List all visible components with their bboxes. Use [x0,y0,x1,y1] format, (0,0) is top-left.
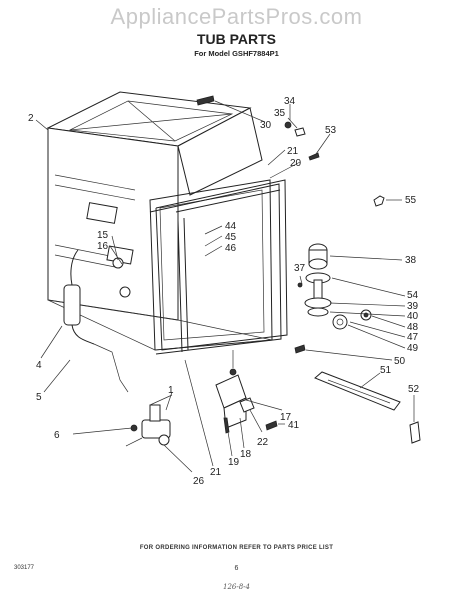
callout-34: 34 [284,96,296,107]
vent-opening [86,202,118,224]
callout-46: 46 [225,243,237,254]
door-gasket [149,179,288,355]
callout-18: 18 [240,449,252,460]
callout-53: 53 [325,125,337,136]
callout-35: 35 [274,108,286,119]
callout-5: 5 [36,392,42,403]
part-55-clip [373,195,385,207]
model-subtitle: For Model GSHF7884P1 [194,49,279,58]
part-38-hub [308,243,328,270]
handwritten-note: 126-8-4 [223,583,250,591]
callout-26: 26 [193,476,205,487]
callout-45: 45 [225,232,237,243]
callout-40: 40 [407,311,419,322]
part-52-endcap [409,421,421,444]
callout-22: 22 [257,437,269,448]
tub-body [46,91,273,351]
callout-1: 1 [168,385,174,396]
callout-21-bottom: 21 [210,467,222,478]
callout-51: 51 [380,365,392,376]
part-bracket-assembly [215,368,278,434]
tub-front-top [177,107,263,196]
document-code: 303177 [14,565,35,571]
callout-48: 48 [407,322,419,333]
leader-lines [35,100,415,473]
part-34-35-nuts [284,121,306,137]
page-number: 6 [234,565,239,572]
callout-20: 20 [290,158,302,169]
callout-37: 37 [294,263,306,274]
callout-52: 52 [408,384,420,395]
callout-30: 30 [260,120,272,131]
callout-4: 4 [36,360,42,371]
callout-54: 54 [407,290,419,301]
callout-labels: 2 30 34 35 53 21 20 55 44 45 46 15 16 38… [28,96,420,487]
callout-49: 49 [407,343,419,354]
watermark: AppliancePartsPros.com [110,4,363,29]
callout-38: 38 [405,255,417,266]
callout-17: 17 [280,412,292,423]
callout-41: 41 [288,420,300,431]
part-53-screw [308,152,320,161]
callout-6: 6 [54,430,60,441]
callout-50: 50 [394,356,406,367]
ordering-info-footer: FOR ORDERING INFORMATION REFER TO PARTS … [139,545,334,551]
part-stem-assembly [297,272,332,317]
page-title: TUB PARTS [196,31,277,47]
part-30-clip [196,95,215,106]
part-50-screw [294,344,306,354]
callout-47: 47 [407,332,419,343]
callout-44: 44 [225,221,237,232]
callout-21-top: 21 [287,146,299,157]
callout-2: 2 [28,113,34,124]
water-valve-assembly [63,249,173,447]
callout-19: 19 [228,457,240,468]
callout-15: 15 [97,230,109,241]
callout-39: 39 [407,301,419,312]
callout-55: 55 [405,195,417,206]
callout-16: 16 [97,241,109,252]
part-51-rail [314,371,401,411]
